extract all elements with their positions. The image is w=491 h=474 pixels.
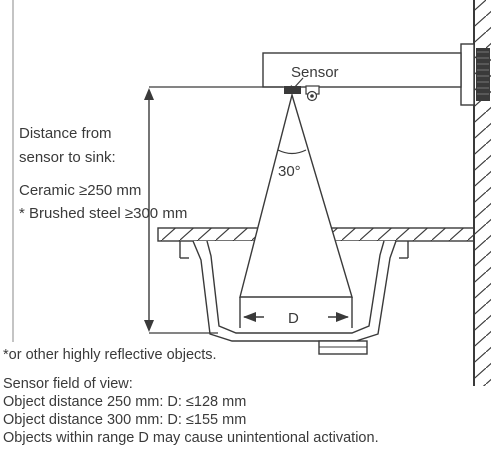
fov-300: Object distance 300 mm: D: ≤155 mm (3, 412, 247, 428)
spout-housing (262, 52, 462, 88)
angle-label: 30° (278, 163, 301, 180)
fov-250: Object distance 250 mm: D: ≤128 mm (3, 394, 247, 410)
distance-heading-line1: Distance from (19, 125, 112, 142)
distance-heading-line2: sensor to sink: (19, 149, 116, 166)
sensor-label: Sensor (291, 64, 339, 81)
angle-arc (277, 149, 307, 155)
warning-note: Objects within range D may cause uninten… (3, 430, 379, 446)
drain (318, 340, 368, 355)
sensor-pointer-head (289, 85, 297, 93)
field-width-dimension (239, 297, 353, 328)
footnote: *or other highly reflective objects. (3, 347, 217, 363)
fov-heading: Sensor field of view: (3, 376, 133, 392)
steel-distance: * Brushed steel ≥300 mm (19, 205, 187, 222)
sensor-module (284, 85, 320, 102)
distance-dimension (144, 86, 283, 334)
detection-cone (239, 92, 353, 298)
ceramic-distance: Ceramic ≥250 mm (19, 182, 141, 199)
field-width-label: D (288, 310, 299, 327)
sensor-pointer (292, 77, 304, 90)
